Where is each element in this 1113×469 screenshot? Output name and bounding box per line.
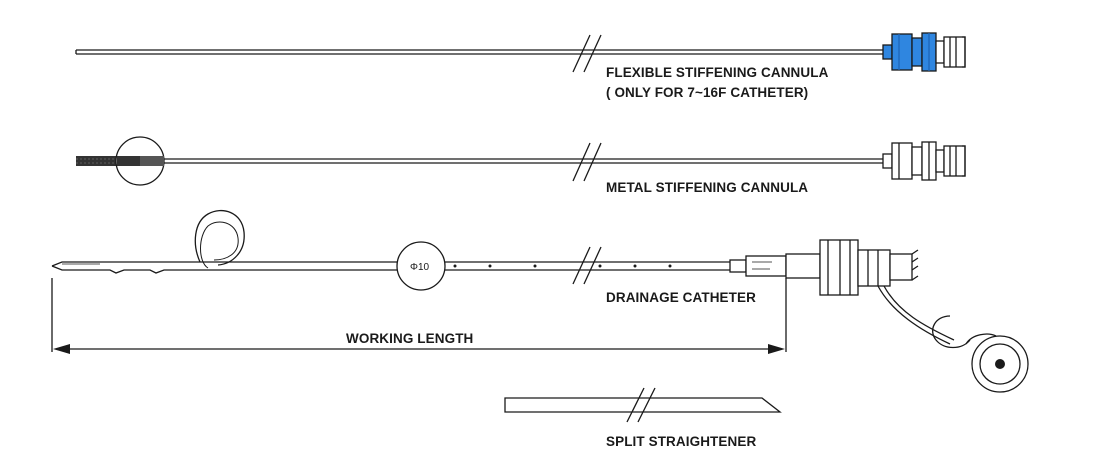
break-mark [626,387,656,423]
flexible-stiffening-cannula: FLEXIBLE STIFFENING CANNULA ( ONLY FOR 7… [75,32,966,100]
break-mark [572,34,602,73]
pigtail-loop [194,209,245,269]
catheter-tip [51,261,200,274]
split-straightener-label: SPLIT STRAIGHTENER [606,434,756,449]
blue-luer-hub [882,32,966,72]
flexible-cannula-note: ( ONLY FOR 7~16F CATHETER) [606,85,808,100]
drainage-catheter: Φ10 [51,209,1029,393]
working-length-label: WORKING LENGTH [346,331,473,346]
drainage-catheter-label: DRAINAGE CATHETER [606,290,756,305]
diameter-callout: Φ10 [396,241,446,291]
arrow-right-icon [768,344,785,354]
luer-cap-tether [877,285,1029,393]
break-mark [572,246,602,285]
flexible-cannula-label: FLEXIBLE STIFFENING CANNULA [606,65,829,80]
tip-detail-circle [115,136,165,186]
catheter-hub [729,239,919,296]
working-length-dimension: WORKING LENGTH [51,278,787,354]
metal-cannula-label: METAL STIFFENING CANNULA [606,180,808,195]
catheter-shaft [200,261,730,271]
metal-stiffening-cannula: METAL STIFFENING CANNULA [76,136,966,195]
break-mark [572,142,602,182]
flexible-cannula-tube [75,49,883,55]
arrow-left-icon [53,344,70,354]
luer-hub [882,141,966,181]
diameter-callout-text: Φ10 [410,262,430,273]
split-straightener: SPLIT STRAIGHTENER [504,387,782,449]
metal-cannula-tube [164,158,883,164]
drainage-holes [453,264,672,268]
